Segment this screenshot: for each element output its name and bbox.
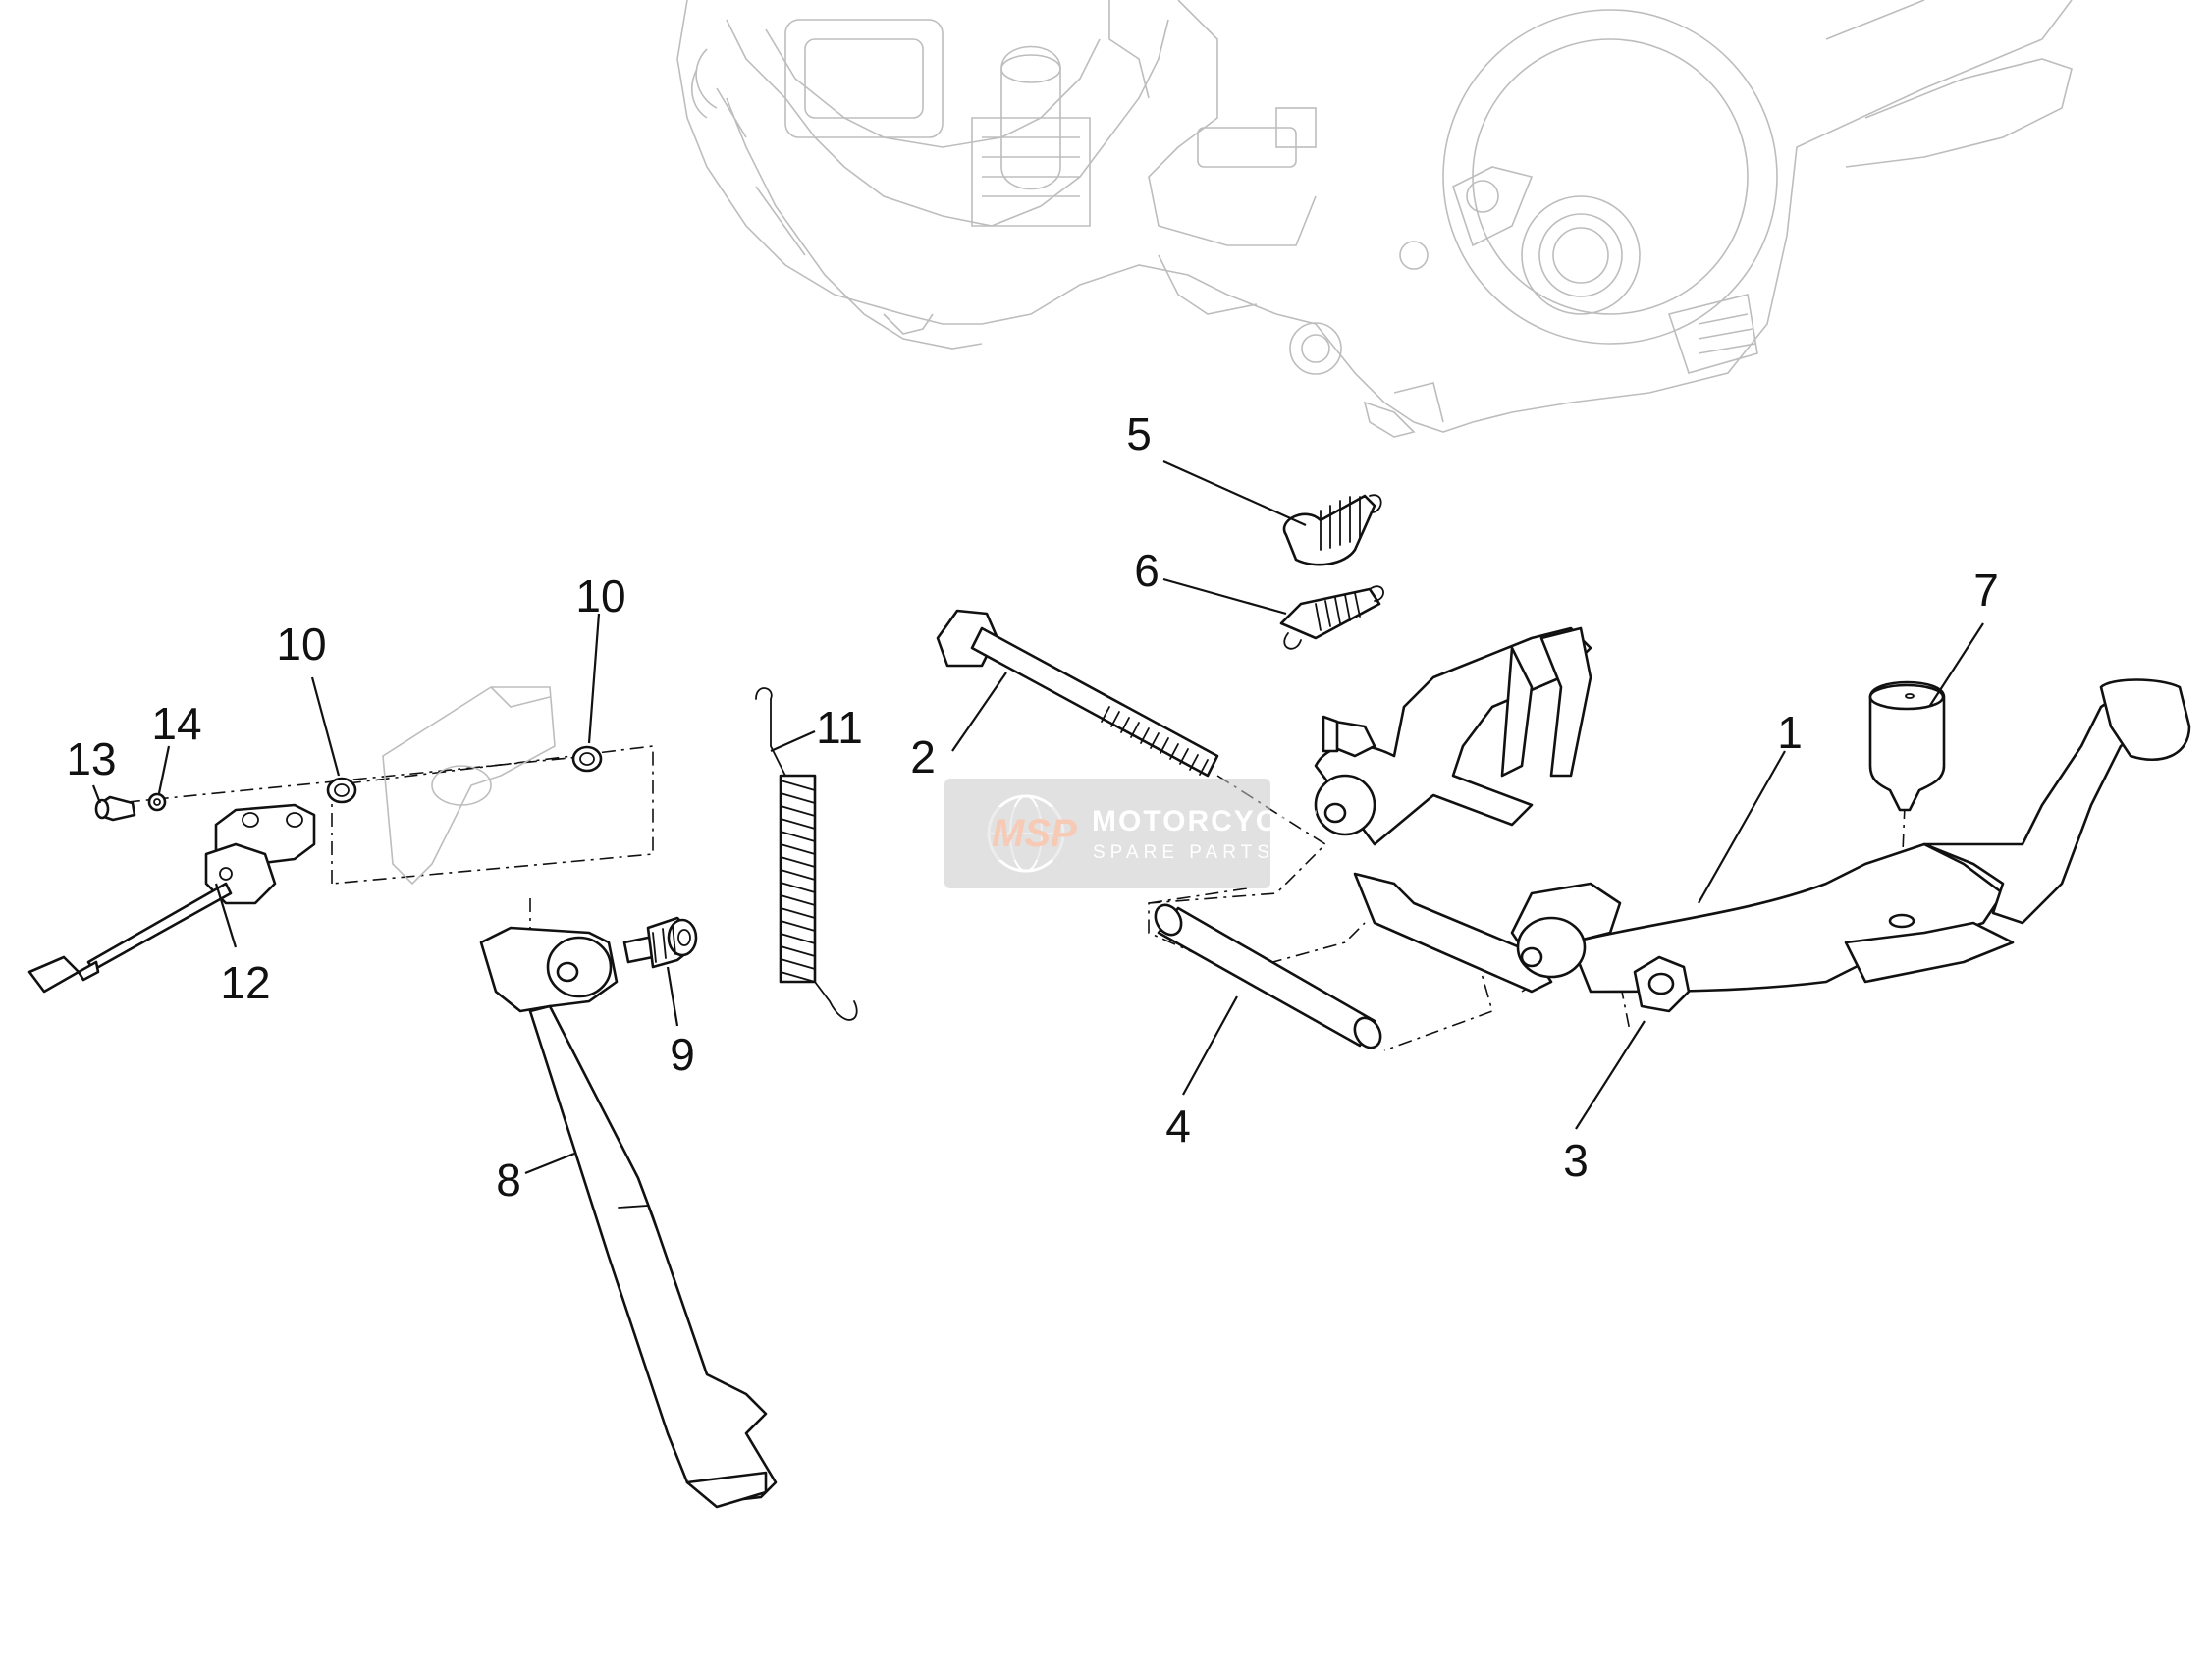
part-12-sensor-switch[interactable] — [27, 803, 316, 994]
mounting-bracket-plate — [382, 686, 556, 886]
callout-5: 5 — [1126, 408, 1152, 459]
part-2-bolt[interactable] — [936, 609, 1219, 778]
engine-ghost-illustration — [676, 0, 2073, 438]
watermark-brand: MOTORCYCLE — [1092, 805, 1321, 837]
part-9-pivot-pin[interactable] — [622, 916, 698, 969]
callout-1: 1 — [1777, 707, 1803, 758]
callout-12: 12 — [220, 957, 270, 1008]
watermark-background — [944, 779, 1270, 888]
part-6-spring[interactable] — [1279, 585, 1384, 650]
part-5-spring[interactable] — [1282, 494, 1382, 566]
callout-10-right: 10 — [575, 570, 625, 621]
callout-6: 6 — [1134, 545, 1160, 596]
callout-leader-lines — [91, 459, 1984, 1175]
part-10-washer-left[interactable] — [326, 777, 357, 804]
callout-3: 3 — [1563, 1135, 1589, 1186]
part-10-washer-right[interactable] — [571, 745, 603, 773]
watermark-subtitle: SPARE PARTS — [1093, 842, 1274, 863]
part-7-rubber-stop[interactable] — [1868, 680, 1946, 812]
callout-4: 4 — [1165, 1101, 1191, 1152]
callout-10-left: 10 — [276, 618, 326, 670]
callout-7: 7 — [1973, 565, 1999, 616]
part-14-washer[interactable] — [147, 792, 167, 812]
part-3-nut[interactable] — [1633, 955, 1691, 1013]
part-8-side-stand[interactable] — [479, 926, 778, 1509]
callout-14: 14 — [151, 698, 201, 749]
part-4-spacer-tube[interactable] — [1151, 900, 1386, 1052]
callout-8: 8 — [496, 1155, 521, 1206]
callout-13: 13 — [66, 733, 116, 784]
callout-numbers: 1 2 3 4 5 6 7 8 9 10 10 11 12 13 14 — [66, 408, 1998, 1206]
part-13-screw[interactable] — [94, 795, 136, 822]
watermark-badge: MSP MOTORCYCLE SPARE PARTS — [944, 779, 1321, 888]
callout-9: 9 — [670, 1029, 695, 1080]
watermark-logo-text: MSP — [992, 812, 1077, 855]
callout-11: 11 — [816, 702, 863, 753]
part-11-long-spring[interactable] — [755, 687, 858, 1021]
callout-2: 2 — [910, 731, 936, 782]
part-1-central-stand[interactable] — [1314, 626, 2191, 994]
